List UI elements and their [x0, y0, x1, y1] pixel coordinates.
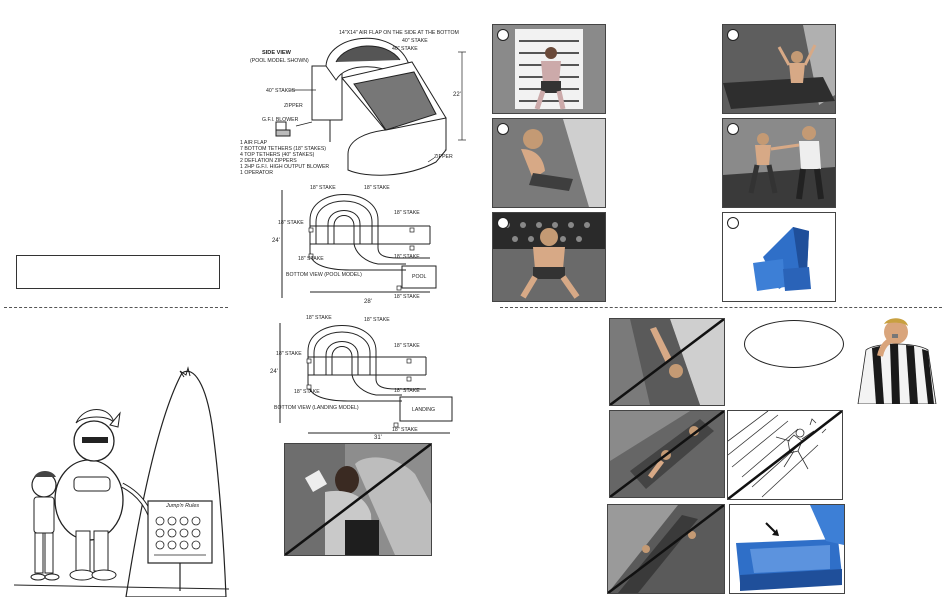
step-photo-6	[722, 212, 836, 302]
note-item: 2 DEFLATION ZIPPERS	[240, 158, 297, 164]
fold-line-right	[500, 307, 942, 308]
landing-stake-label: 18" STAKE	[394, 343, 420, 349]
landing-bottom-view: 18" STAKE 18" STAKE 18" STAKE 18" STAKE …	[270, 313, 460, 443]
pool-stake-label: 18" STAKE	[298, 256, 324, 262]
landing-stake-label: 18" STAKE	[294, 389, 320, 395]
side-view-subtitle: (POOL MODEL SHOWN)	[250, 58, 309, 64]
step-number-badge	[497, 217, 509, 229]
landing-height-dim: 24'	[270, 369, 278, 375]
stake-label-top1: 40" STAKE	[402, 38, 428, 44]
note-item: 1 AIR FLAP	[240, 140, 268, 146]
photo-no-climbing-up	[607, 504, 725, 594]
air-flap-label: 14"X14" AIR FLAP ON THE SIDE AT THE BOTT…	[339, 30, 459, 36]
step-photo-1	[492, 24, 606, 114]
note-item: 1 OPERATOR	[240, 170, 273, 176]
photo-no-multiple-riders	[609, 410, 725, 498]
step-photo-3	[492, 212, 606, 302]
step-number-badge	[497, 29, 509, 41]
photo-exit-landing	[729, 504, 845, 594]
equipment-notes: 1 AIR FLAP 7 BOTTOM TETHERS (18" STAKES)…	[240, 140, 329, 176]
step-number-badge	[727, 217, 739, 229]
rules-sign-title: Jump'n Rules	[166, 503, 200, 509]
landing-end-label: LANDING	[412, 407, 436, 413]
step-photo-4	[722, 24, 836, 114]
side-view-diagram: SIDE VIEW (POOL MODEL SHOWN) 14"X14" AIR…	[236, 22, 472, 190]
pool-stake-label: 18" STAKE	[278, 220, 304, 226]
step-photo-5	[722, 118, 836, 208]
note-item: 4 TOP TETHERS (40" STAKES)	[240, 152, 315, 158]
pool-end-label: POOL	[412, 274, 427, 280]
stakes-label-left: 40" STAKES	[266, 88, 296, 94]
pool-stake-label: 18" STAKE	[394, 294, 420, 300]
pool-view-title: BOTTOM VIEW (POOL MODEL)	[286, 272, 362, 278]
pool-height-dim: 24'	[272, 238, 280, 244]
landing-stake-label: 18" STAKE	[276, 351, 302, 357]
step-number-badge	[727, 29, 739, 41]
pool-width-dim: 28'	[364, 299, 372, 305]
pool-stake-label: 18" STAKE	[310, 185, 336, 191]
stake-label-top2: 40" STAKE	[392, 46, 418, 52]
side-view-title: SIDE VIEW	[262, 50, 291, 56]
blank-oval-callout	[744, 320, 844, 368]
referee-whistle-image	[852, 316, 940, 405]
step-number-badge	[497, 123, 509, 135]
zipper-label-left: ZIPPER	[284, 103, 303, 109]
mascot-cartoon: Jump'n Rules	[13, 365, 230, 598]
note-item: 7 BOTTOM TETHERS (18" STAKES)	[240, 146, 327, 152]
landing-stake-label: 18" STAKE	[394, 388, 420, 394]
landing-width-dim: 31'	[374, 435, 382, 441]
pool-stake-label: 18" STAKE	[394, 254, 420, 260]
landing-stake-label: 18" STAKE	[306, 315, 332, 321]
landing-stake-label: 18" STAKE	[392, 427, 418, 433]
height-dimension: 22'	[453, 92, 461, 98]
photo-no-headfirst	[609, 318, 725, 406]
blank-info-box	[16, 255, 220, 289]
pool-stake-label: 18" STAKE	[394, 210, 420, 216]
blower-label: G.F.I. BLOWER	[262, 117, 299, 123]
step-number-badge	[727, 123, 739, 135]
note-item: 1 2HP G.F.I. HIGH OUTPUT BLOWER	[240, 164, 330, 170]
zipper-label-right: ZIPPER	[434, 154, 453, 160]
pool-stake-label: 18" STAKE	[364, 185, 390, 191]
sketch-no-flipping	[727, 410, 843, 500]
landing-stake-label: 18" STAKE	[364, 317, 390, 323]
step-photo-2	[492, 118, 606, 208]
photo-no-climbing-wall	[284, 443, 432, 556]
pool-bottom-view: 18" STAKE 18" STAKE 18" STAKE 18" STAKE …	[270, 182, 460, 306]
landing-view-title: BOTTOM VIEW (LANDING MODEL)	[274, 405, 359, 411]
fold-line-left	[4, 307, 228, 308]
